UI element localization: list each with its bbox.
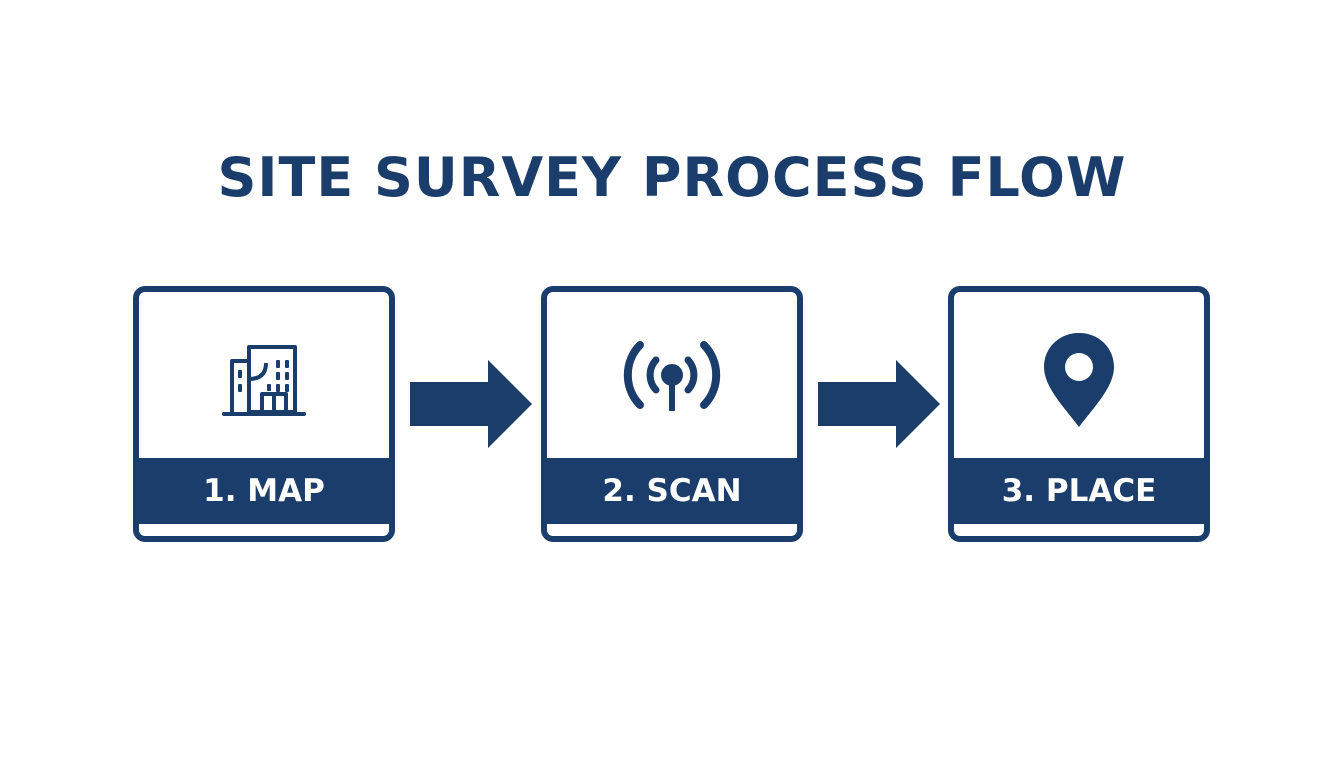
step-label: 3. PLACE (954, 458, 1204, 524)
diagram-title: SITE SURVEY PROCESS FLOW (217, 146, 1127, 209)
card-icon-area (547, 292, 797, 458)
step-label: 1. MAP (139, 458, 389, 524)
step-card-place: 3. PLACE (948, 286, 1210, 542)
card-icon-area (139, 292, 389, 458)
step-card-scan: 2. SCAN (541, 286, 803, 542)
building-icon (222, 345, 306, 416)
flow-arrow-right-icon (818, 360, 940, 448)
flow-arrow-right-icon (410, 360, 532, 448)
step-label: 2. SCAN (547, 458, 797, 524)
location-pin-icon (1044, 333, 1114, 427)
card-icon-area (954, 292, 1204, 458)
step-card-map: 1. MAP (133, 286, 395, 542)
signal-antenna-icon (623, 341, 721, 411)
